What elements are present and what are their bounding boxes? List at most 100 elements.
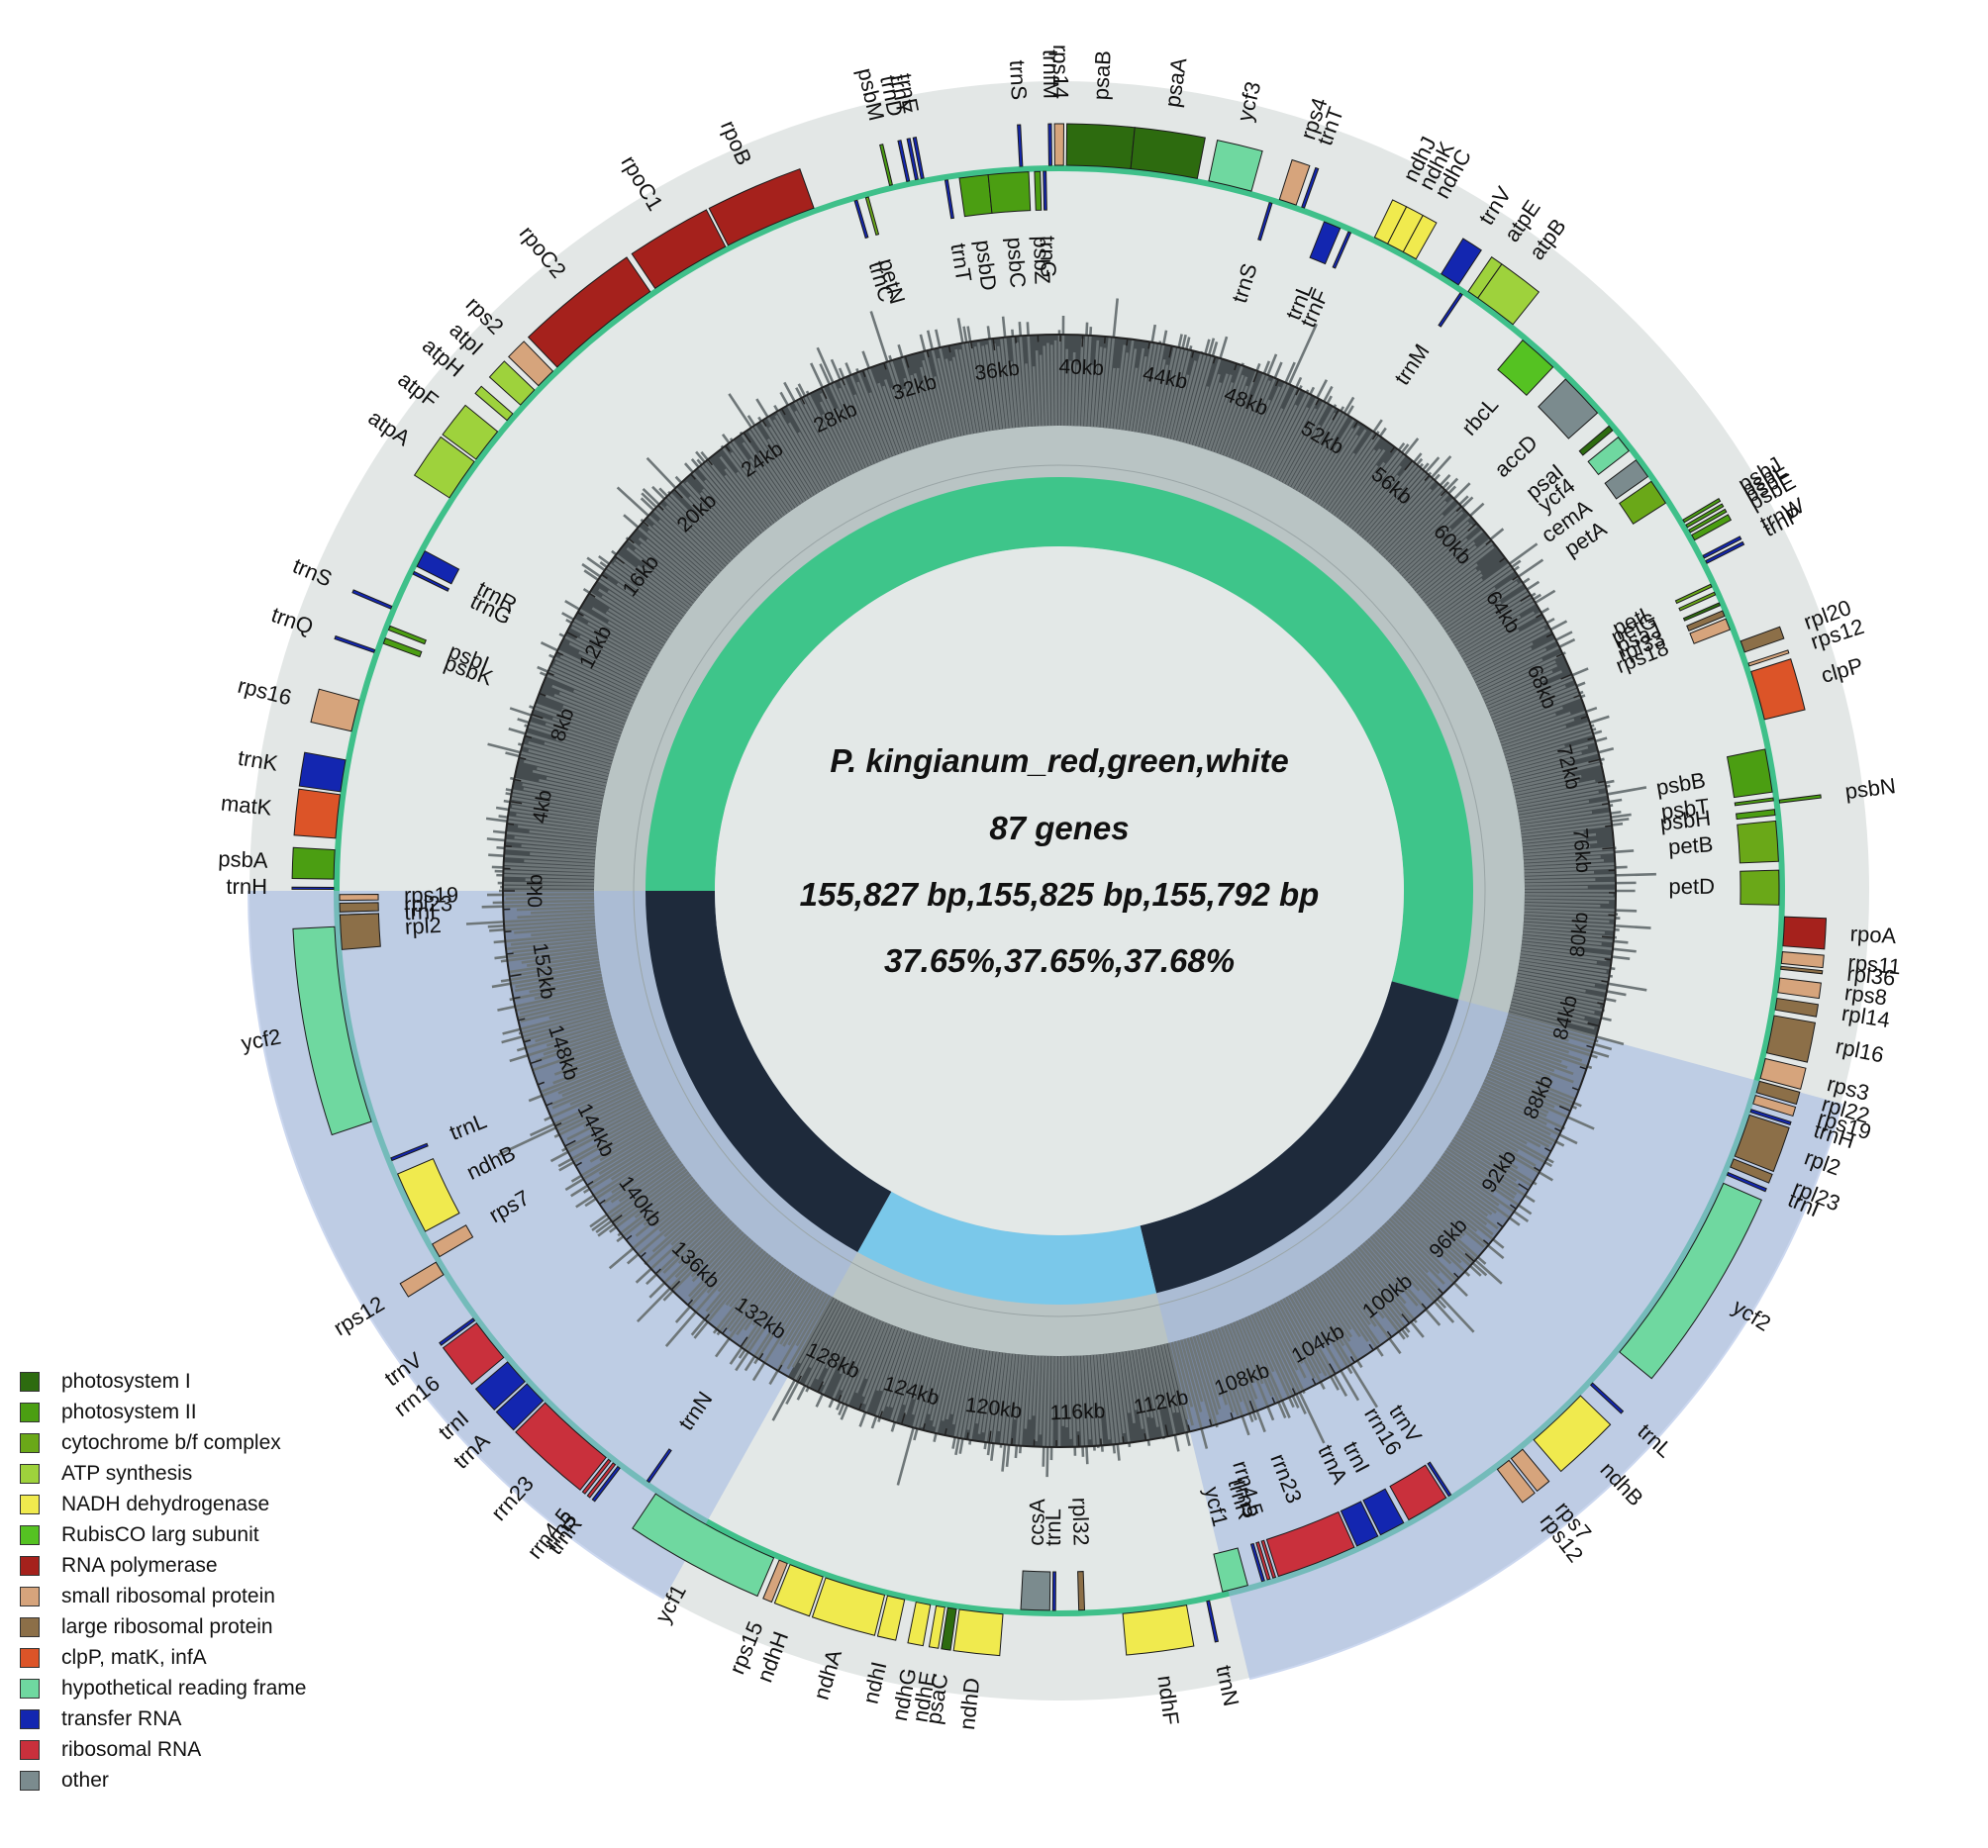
gc-bar — [888, 354, 921, 448]
gc-bar — [1273, 1302, 1316, 1380]
gc-bar — [1167, 345, 1193, 439]
gc-bar — [791, 1296, 834, 1368]
scale-tick — [1555, 652, 1563, 658]
gc-bar — [1329, 448, 1376, 514]
gc-bar — [1421, 540, 1495, 601]
gc-bar — [1522, 937, 1637, 953]
gc-bar — [665, 505, 729, 567]
legend-item: large ribosomal protein — [20, 1611, 306, 1642]
gc-bar — [1282, 395, 1333, 484]
gc-bar — [1106, 1353, 1121, 1461]
scale-tick — [566, 631, 578, 638]
gc-bar — [1390, 514, 1444, 567]
gc-bar — [1276, 408, 1318, 481]
gc-bar — [605, 611, 664, 648]
gc-bar — [1515, 980, 1617, 1003]
gc-bar — [864, 1322, 890, 1380]
gc-bar — [787, 422, 829, 489]
gc-bar — [904, 1336, 930, 1415]
gc-bar — [1476, 637, 1576, 689]
gc-bar — [1509, 751, 1582, 774]
gc-bar — [1371, 1233, 1455, 1323]
gc-bar — [730, 451, 782, 520]
gc-bar — [671, 1208, 722, 1255]
gc-bar — [535, 1018, 613, 1043]
gc-bar — [1417, 544, 1477, 596]
gc-bar — [1211, 1329, 1250, 1436]
gc-bar — [544, 741, 613, 764]
gc-bar — [1119, 1351, 1131, 1413]
gc-bar — [975, 1350, 990, 1424]
gc-bar — [1519, 957, 1607, 973]
gc-bar — [1226, 1323, 1258, 1400]
gc-bar — [1472, 1102, 1553, 1145]
legend-label: RNA polymerase — [61, 1553, 218, 1577]
gc-bar — [1310, 425, 1360, 501]
gene-petL — [1674, 583, 1713, 605]
scale-tick — [1571, 1087, 1579, 1092]
scale-tick — [740, 1336, 748, 1348]
gc-bar — [551, 717, 620, 742]
gc-bar — [589, 1102, 646, 1133]
gene-psbE — [1691, 514, 1733, 541]
gc-bar — [1447, 601, 1502, 637]
gc-bar — [1499, 1039, 1562, 1063]
gc-bar — [514, 835, 597, 847]
gc-bar — [663, 1196, 711, 1238]
legend-item: clpP, matK, infA — [20, 1642, 306, 1673]
gc-bar — [1524, 915, 1610, 924]
gc-bar — [643, 1181, 698, 1226]
gc-bar — [1198, 1333, 1222, 1398]
gc-bar — [520, 999, 608, 1022]
gc-bar — [636, 1221, 736, 1323]
scale-tick — [947, 345, 951, 353]
gc-bar — [634, 548, 698, 601]
gc-bar — [1435, 542, 1539, 619]
gc-bar — [553, 693, 627, 725]
gc-bar — [608, 608, 666, 646]
scale-tick — [1455, 506, 1462, 513]
gc-bar — [509, 707, 619, 745]
scale-tick — [1510, 1204, 1517, 1210]
gc-bar — [558, 691, 628, 722]
gc-bar — [699, 1230, 745, 1280]
region-ring-IRb — [1140, 981, 1459, 1294]
gc-bar — [1489, 678, 1574, 716]
gc-bar — [1279, 1299, 1322, 1375]
gc-bar — [1499, 706, 1598, 742]
gc-bar — [882, 385, 908, 452]
gc-bar — [1324, 431, 1380, 510]
gc-bar — [1070, 1355, 1077, 1456]
gc-bar — [1087, 1354, 1096, 1451]
gc-bar — [1520, 813, 1632, 831]
gc-bar — [1074, 1355, 1080, 1432]
gene-trnH — [291, 886, 335, 891]
gc-bar — [821, 1310, 860, 1386]
gc-bar — [1516, 784, 1611, 806]
gc-bar — [1521, 947, 1607, 962]
scale-tick — [614, 555, 625, 564]
gc-bar — [721, 434, 785, 518]
gc-bar — [1481, 1084, 1547, 1118]
scale-tick — [1274, 379, 1280, 387]
gene-trnF — [1332, 231, 1352, 269]
gene-label: rps11 — [1847, 950, 1902, 980]
gc-bar — [509, 957, 600, 974]
gc-bar — [548, 1002, 609, 1020]
gene-atpA — [413, 436, 475, 499]
gc-bar — [491, 865, 595, 873]
scale-tick — [514, 778, 522, 782]
gc-bar — [855, 367, 893, 458]
gc-bar — [1524, 878, 1596, 883]
gene-ycf4 — [1587, 437, 1631, 476]
gc-bar — [1431, 1168, 1493, 1216]
scale-tick — [510, 801, 523, 805]
gc-bar — [1304, 418, 1355, 498]
gc-bar — [529, 829, 598, 840]
scale-tick — [926, 349, 930, 358]
gc-bar — [862, 1324, 896, 1405]
gc-bar — [1524, 858, 1604, 867]
gc-bar — [683, 462, 754, 542]
gc-bar — [521, 950, 599, 964]
gc-bar — [603, 1152, 676, 1205]
